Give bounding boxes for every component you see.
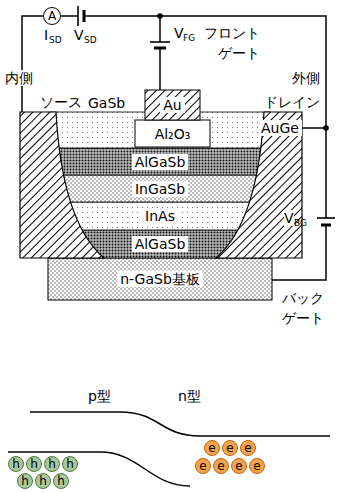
signal-subscript: SD [49,35,62,45]
drain-electrode: AuGe [216,112,302,258]
band-edge [30,412,330,436]
hole: h [62,456,78,472]
signal-subscript: BG [294,218,307,228]
hole: h [8,456,24,472]
signal-name: V [74,27,84,43]
layer-label: GaSb [88,95,125,111]
symbol-letter: h [21,475,29,487]
hole: h [44,456,60,472]
layer-label: AuGe [258,120,302,136]
symbol-letter: e [217,460,224,472]
wire [159,48,161,90]
hole: h [35,473,51,489]
symbol-letter: e [253,460,260,472]
electron: e [195,458,211,474]
battery-symbol [154,47,166,50]
channel-layer [50,175,270,202]
signal-name: V [174,25,184,41]
layer-label: AlGaSb [132,154,189,170]
wire [84,16,326,218]
symbol-letter: h [39,475,47,487]
terminal-name: バック ゲート [282,288,332,328]
electron: e [231,458,247,474]
hole: h [17,473,33,489]
signal-subscript: FG [183,33,195,43]
symbol-letter: A [48,10,56,22]
symbol-letter: h [48,458,56,470]
source-electrode [20,112,104,258]
symbol-letter: e [226,442,233,454]
electron: e [249,458,265,474]
junction-dot [157,13,163,19]
layer-label: Al₂O₃ [155,126,191,142]
battery-symbol [321,224,331,227]
battery-symbol [150,41,170,43]
layer-label: AlGaSb [132,236,189,252]
substrate-layer [48,258,272,300]
symbol-letter: h [12,458,20,470]
symbol-letter: h [66,458,74,470]
electron: e [222,440,238,456]
gate-electrode [145,90,200,120]
side-label: 外側 [292,70,320,86]
barrier-layer: AlGaSb [50,230,270,258]
drain-electrode [216,112,302,258]
terminal-name: ソース [40,94,82,110]
channel-layer: InGaSb [50,175,270,202]
battery-symbol [77,6,79,26]
signal-name: V [284,210,294,226]
oxide-layer [135,120,210,147]
battery-symbol [83,10,86,22]
layer-label: InGaSb [132,181,188,197]
signal-name: I [44,27,48,43]
layer-label: Au [160,97,184,113]
junction-dot [323,125,329,131]
wire [61,15,78,17]
symbol-letter: e [235,460,242,472]
region-label: n型 [178,388,201,404]
wire [302,127,326,129]
symbol-letter: e [208,442,215,454]
substrate-layer: n-GaSb基板 [48,258,272,300]
terminal-name: フロント ゲート [198,23,260,63]
side-label: 内側 [5,70,33,86]
channel-layer [50,202,270,230]
region-label: p型 [88,388,111,404]
oxide-layer: Al₂O₃ [135,120,210,147]
electron: e [240,440,256,456]
signal-subscript: SD [84,35,97,45]
electron: e [204,440,220,456]
barrier-layer [50,148,270,175]
symbol-letter: h [30,458,38,470]
symbol-letter: h [57,475,65,487]
layer-label: n-GaSb基板 [117,271,203,287]
channel-layer: InAs [50,202,270,230]
barrier-layer: AlGaSb [50,148,270,175]
hole: h [26,456,42,472]
terminal-name: ドレイン [264,94,320,110]
symbol-letter: e [244,442,251,454]
electron: e [213,458,229,474]
wire [159,16,161,42]
gate-metal: Au [145,90,200,120]
wire [272,225,326,280]
ammeter-symbol: A [43,7,61,25]
layer-label: InAs [142,208,178,224]
battery-symbol [317,217,335,219]
hole: h [53,473,69,489]
symbol-letter: e [199,460,206,472]
